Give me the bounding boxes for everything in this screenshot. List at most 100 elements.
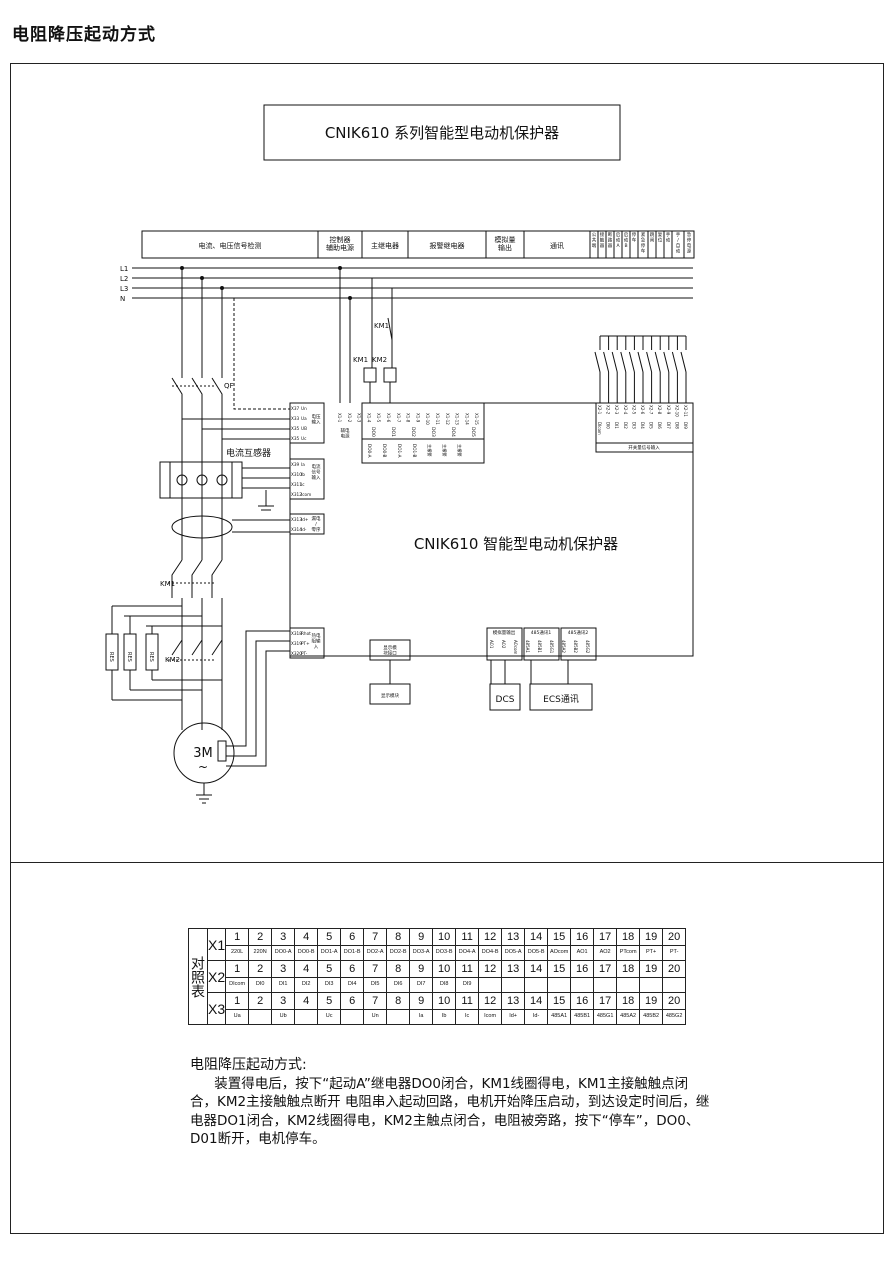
- terminal-leak: X313: [291, 517, 302, 522]
- table-number-cell: 19: [639, 960, 664, 978]
- terminal-current: X310: [291, 472, 302, 477]
- header-cell-2: 主继电器: [371, 241, 399, 250]
- header-cell-15: 手: [666, 231, 671, 238]
- km1-top-label: KM1: [374, 322, 389, 330]
- table-number-cell: 18: [616, 992, 641, 1010]
- relay-label: DO4: [450, 427, 456, 437]
- protector-name: CNIK610 智能型电动机保护器: [414, 535, 618, 553]
- table-number-cell: 2: [248, 960, 273, 978]
- terminal-current: X312: [291, 492, 302, 497]
- table-label-cell: PT-: [662, 945, 687, 961]
- terminal-thermal: X318: [291, 631, 302, 636]
- header-cell-10: 动: [624, 237, 629, 244]
- terminal-leak: Id+: [301, 517, 309, 522]
- table-number-cell: 2: [248, 992, 273, 1010]
- table-number-cell: 6: [340, 928, 365, 946]
- header-cell-8: 路: [608, 237, 613, 244]
- relay-sub-label: 主报警: [456, 444, 463, 457]
- table-number-cell: 6: [340, 960, 365, 978]
- group-switch-label: 开关量信号输入: [628, 444, 660, 451]
- group-leak-label: /: [315, 522, 317, 528]
- header-cell-17: 电: [687, 242, 692, 249]
- table-label-cell: DI5: [363, 977, 388, 993]
- table-number-cell: 8: [386, 992, 411, 1010]
- group-aux-label: 辅电: [341, 427, 350, 434]
- table-label-cell: [593, 977, 618, 993]
- bus-label-l1: L1: [120, 265, 128, 273]
- header-cell-5: 通讯: [550, 241, 564, 250]
- terminal-x2: X2-7: [649, 405, 654, 415]
- table-number-cell: 12: [478, 992, 503, 1010]
- header-cell-14: 复: [658, 231, 663, 238]
- table-number-cell: 9: [409, 992, 434, 1010]
- table-label-cell: Ub: [271, 1009, 296, 1025]
- table-number-cell: 5: [317, 960, 342, 978]
- table-number-cell: 10: [432, 960, 457, 978]
- km1-main-label: KM1: [160, 580, 175, 588]
- relay-sub-label: DO1-B: [412, 444, 417, 458]
- table-number-cell: 17: [593, 992, 618, 1010]
- table-label-cell: 485G2: [662, 1009, 687, 1025]
- dcs-label: DCS: [496, 695, 515, 705]
- table-number-cell: 20: [662, 928, 687, 946]
- terminal-voltage: Ua: [301, 416, 307, 421]
- device-title: CNIK610 系列智能型电动机保护器: [325, 124, 559, 142]
- switch-input-label: DI8: [674, 422, 679, 429]
- header-cell-12: 紧: [641, 231, 646, 238]
- header-cell-1: 控制器: [330, 235, 351, 244]
- table-row-name: X1: [206, 928, 227, 961]
- table-number-cell: 12: [478, 928, 503, 946]
- resistor-label: RES: [148, 652, 154, 662]
- table-number-cell: 10: [432, 992, 457, 1010]
- header-cell-7: 接: [600, 231, 605, 238]
- terminal-x2: X2-10: [674, 405, 679, 417]
- table-number-cell: 16: [570, 992, 595, 1010]
- table-label-cell: 485B2: [639, 1009, 664, 1025]
- qf-label: QF: [224, 382, 234, 390]
- group-voltage-label: 输入: [312, 419, 321, 426]
- terminal-thermal: X320: [291, 651, 302, 656]
- table-label-cell: DI3: [317, 977, 342, 993]
- table-label-cell: DIcom: [225, 977, 250, 993]
- terminal-thermal: X319: [291, 641, 302, 646]
- table-number-cell: 13: [501, 992, 526, 1010]
- terminal-voltage: X35: [291, 426, 300, 431]
- terminal-x1: X1-11: [435, 413, 440, 425]
- header-cell-7: 器: [600, 243, 605, 249]
- table-label-cell: AOcom: [547, 945, 572, 961]
- header-cell-16: 动: [676, 248, 681, 255]
- relay-sub-label: DO0-B: [382, 444, 387, 458]
- header-cell-16: /: [677, 238, 679, 244]
- table-label-cell: DO0-A: [271, 945, 296, 961]
- terminal-x1: X1-4: [366, 413, 371, 423]
- group-485b-label: 485通讯2: [568, 629, 589, 636]
- table-label-cell: DI9: [455, 977, 480, 993]
- table-number-cell: 13: [501, 928, 526, 946]
- table-label-cell: Ua: [225, 1009, 250, 1025]
- table-label-cell: [248, 1009, 273, 1025]
- table-label-cell: DI7: [409, 977, 434, 993]
- table-label-cell: [547, 977, 572, 993]
- table-number-cell: 6: [340, 992, 365, 1010]
- header-cell-13: 闸: [650, 237, 655, 244]
- table-label-cell: 220L: [225, 945, 250, 961]
- description-body: 装置得电后，按下“起动A”继电器DO0闭合，KM1线圈得电，KM1主接触触点闭合…: [190, 1075, 710, 1148]
- table-label-cell: DO5-A: [501, 945, 526, 961]
- terminal-bottom: AO1: [489, 640, 494, 649]
- bus-label-l3: L3: [120, 285, 128, 293]
- terminal-x2: X2-3: [614, 405, 619, 415]
- terminal-x1: X1-12: [445, 413, 450, 425]
- table-number-cell: 3: [271, 928, 296, 946]
- table-label-cell: DO4-A: [455, 945, 480, 961]
- table-number-cell: 8: [386, 960, 411, 978]
- table-number-cell: 4: [294, 928, 319, 946]
- header-cell-17: 源: [687, 248, 692, 255]
- table-label-cell: PTcom: [616, 945, 641, 961]
- header-cell-17: 停: [687, 237, 692, 244]
- table-label-cell: DO3-A: [409, 945, 434, 961]
- table-number-cell: 10: [432, 928, 457, 946]
- display-module-label: 显示模块: [381, 692, 399, 699]
- table-label-cell: DI8: [432, 977, 457, 993]
- table-label-cell: Ic: [455, 1009, 480, 1025]
